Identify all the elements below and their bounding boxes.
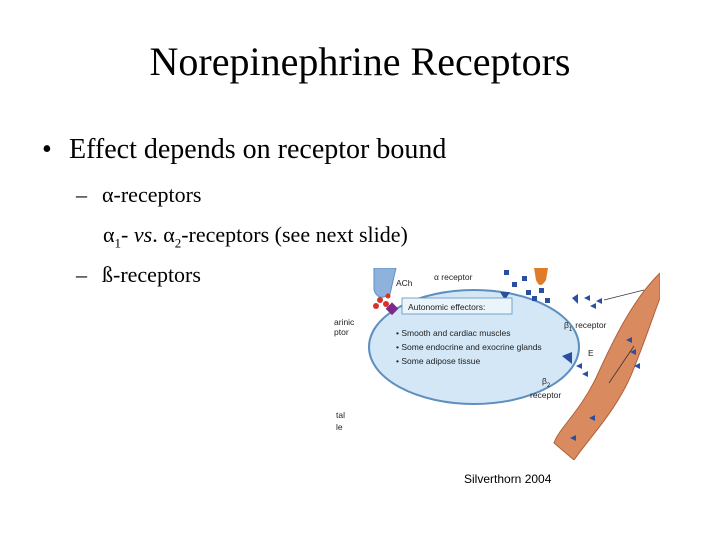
effector-item-2: • Some endocrine and exocrine glands	[396, 342, 542, 352]
slide-title: Norepinephrine Receptors	[149, 39, 571, 84]
partial-label-tal: tal	[336, 410, 345, 420]
muscarinic-label-1: arinic	[334, 317, 355, 327]
effector-cell	[368, 289, 580, 405]
alpha-receptor-label: α receptor	[434, 272, 473, 282]
beta2-receptor-shape	[562, 352, 572, 364]
alpha-dash: -	[121, 222, 134, 247]
vs-dot: .	[152, 222, 164, 247]
alpha1-symbol: α	[103, 222, 115, 247]
effectors-title: Autonomic effectors:	[408, 302, 485, 312]
effector-item-1: • Smooth and cardiac muscles	[396, 328, 510, 338]
bullet-dot: •	[42, 134, 52, 165]
receptor-diagram: Autonomic effectors: • Smooth and cardia…	[334, 268, 660, 460]
muscarinic-label-2: ptor	[334, 327, 349, 337]
alpha-subtypes-line: α1- vs. α2-receptors (see next slide)	[103, 222, 408, 251]
partial-label-le: le	[336, 422, 343, 432]
image-credit: Silverthorn 2004	[464, 472, 552, 486]
dash-marker: –	[76, 182, 87, 207]
cholinergic-terminal	[373, 268, 397, 298]
alpha-line-rest: -receptors (see next slide)	[181, 222, 408, 247]
adrenergic-terminal	[534, 268, 548, 285]
beta2-receptor-label: receptor	[530, 390, 561, 400]
blood-vessel	[553, 272, 660, 460]
beta1-receptor-shape	[572, 294, 578, 304]
sub-bullet-alpha-text: α-receptors	[102, 182, 202, 207]
sub-bullet-beta: –ß-receptors	[76, 262, 201, 288]
ach-label: ACh	[396, 278, 413, 288]
vs-text: vs	[133, 222, 153, 247]
alpha2-subscript: 2	[174, 235, 182, 251]
epinephrine-label: E	[588, 348, 594, 358]
alpha1-subscript: 1	[114, 235, 122, 251]
bullet-main-text: Effect depends on receptor bound	[69, 134, 447, 165]
dash-marker: –	[76, 262, 87, 287]
sub-bullet-beta-text: ß-receptors	[102, 262, 201, 287]
sub-bullet-alpha: –α-receptors	[76, 182, 201, 208]
alpha2-symbol: α	[163, 222, 175, 247]
effector-item-3: • Some adipose tissue	[396, 356, 481, 366]
beta2-label: β2	[542, 376, 551, 389]
alpha-receptor-shape	[500, 292, 510, 300]
effectors-title-box	[401, 297, 513, 315]
